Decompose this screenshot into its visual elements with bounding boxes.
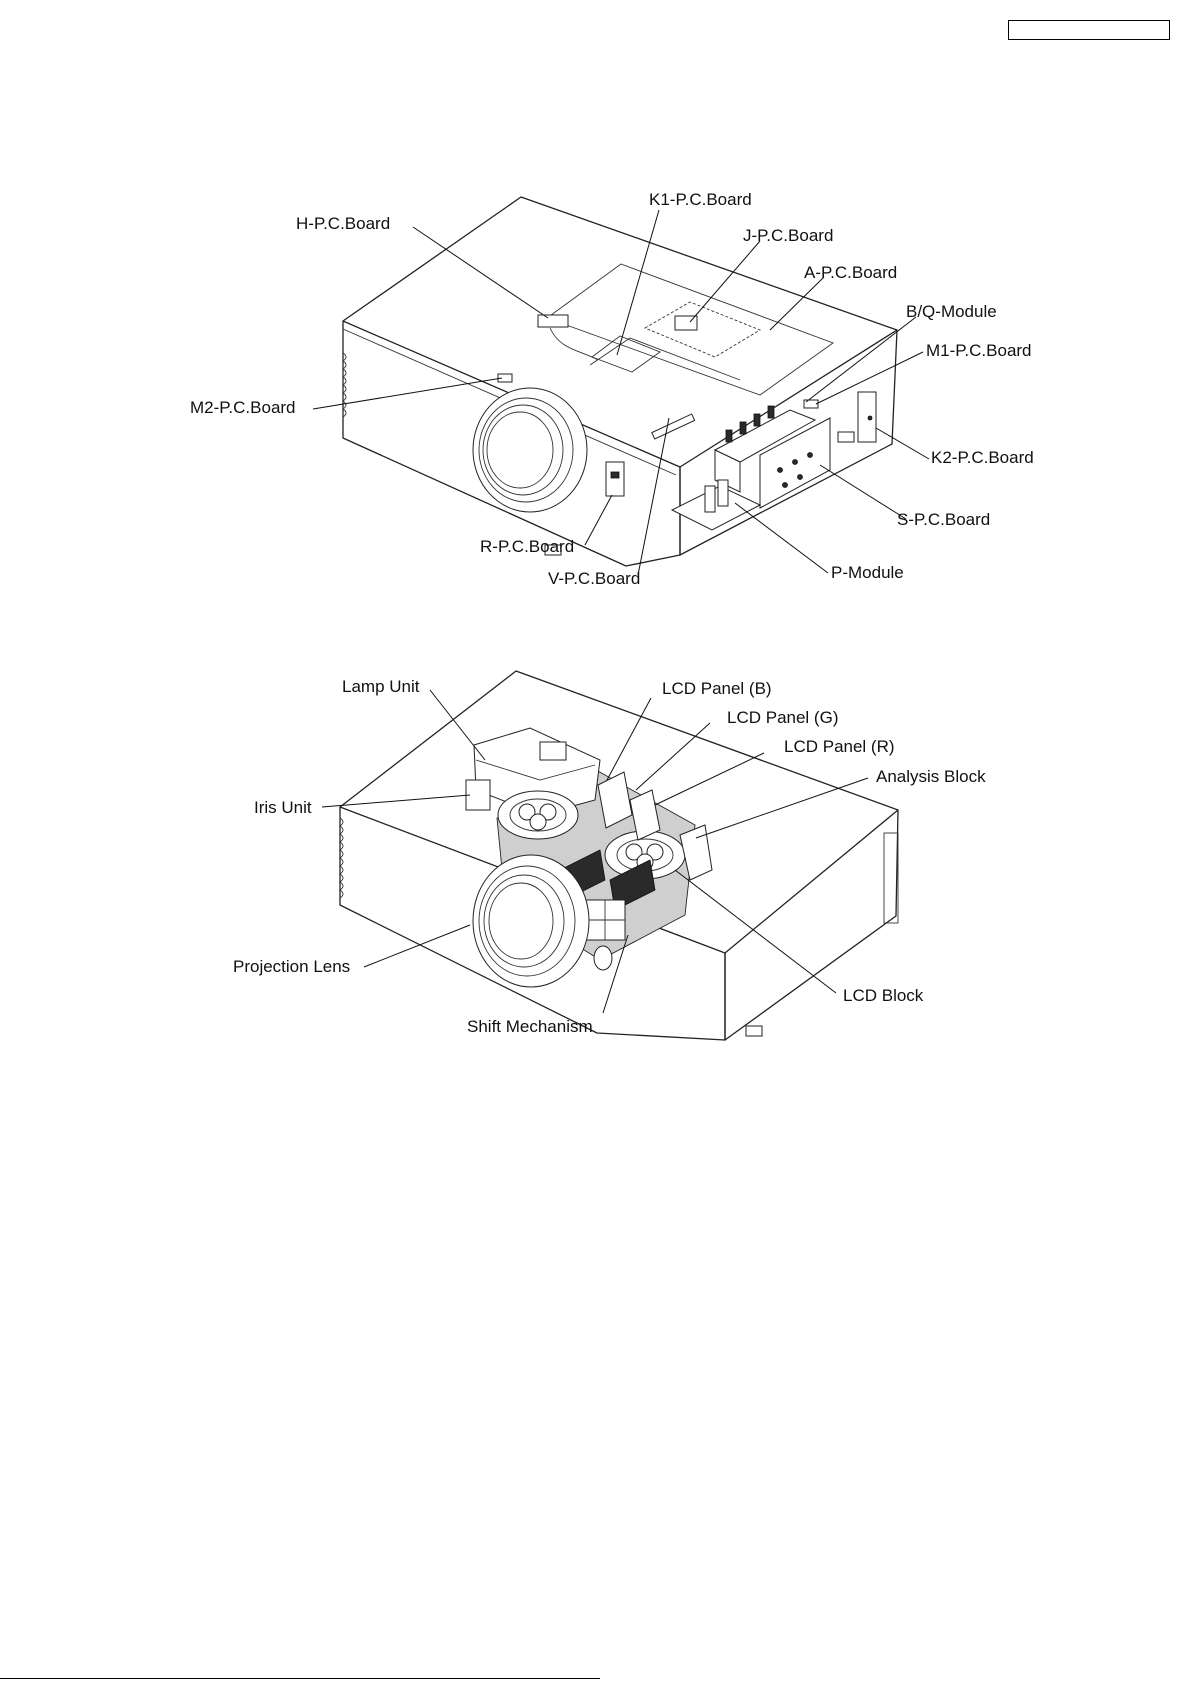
label-shift-mechanism: Shift Mechanism [467,1017,593,1036]
footer-rule [0,1678,600,1679]
label-analysis-block: Analysis Block [876,767,986,786]
label-lcd-panel-r: LCD Panel (R) [784,737,895,756]
label-lamp-unit: Lamp Unit [342,677,420,696]
label-s-pcb: S-P.C.Board [897,510,990,529]
label-a-pcb: A-P.C.Board [804,263,897,282]
label-lcd-panel-g: LCD Panel (G) [727,708,838,727]
label-p-module: P-Module [831,563,904,582]
label-h-pcb: H-P.C.Board [296,214,390,233]
label-m1-pcb: M1-P.C.Board [926,341,1032,360]
label-lcd-panel-b: LCD Panel (B) [662,679,772,698]
label-k1-pcb: K1-P.C.Board [649,190,752,209]
label-j-pcb: J-P.C.Board [743,226,833,245]
label-iris-unit: Iris Unit [254,798,312,817]
top-projector-illustration [343,197,897,566]
label-bq-module: B/Q-Module [906,302,997,321]
label-projection-lens: Projection Lens [233,957,350,976]
top-labels: H-P.C.Board K1-P.C.Board J-P.C.Board A-P… [190,190,1034,588]
label-v-pcb: V-P.C.Board [548,569,640,588]
label-m2-pcb: M2-P.C.Board [190,398,296,417]
label-k2-pcb: K2-P.C.Board [931,448,1034,467]
label-r-pcb: R-P.C.Board [480,537,574,556]
label-lcd-block: LCD Block [843,986,924,1005]
